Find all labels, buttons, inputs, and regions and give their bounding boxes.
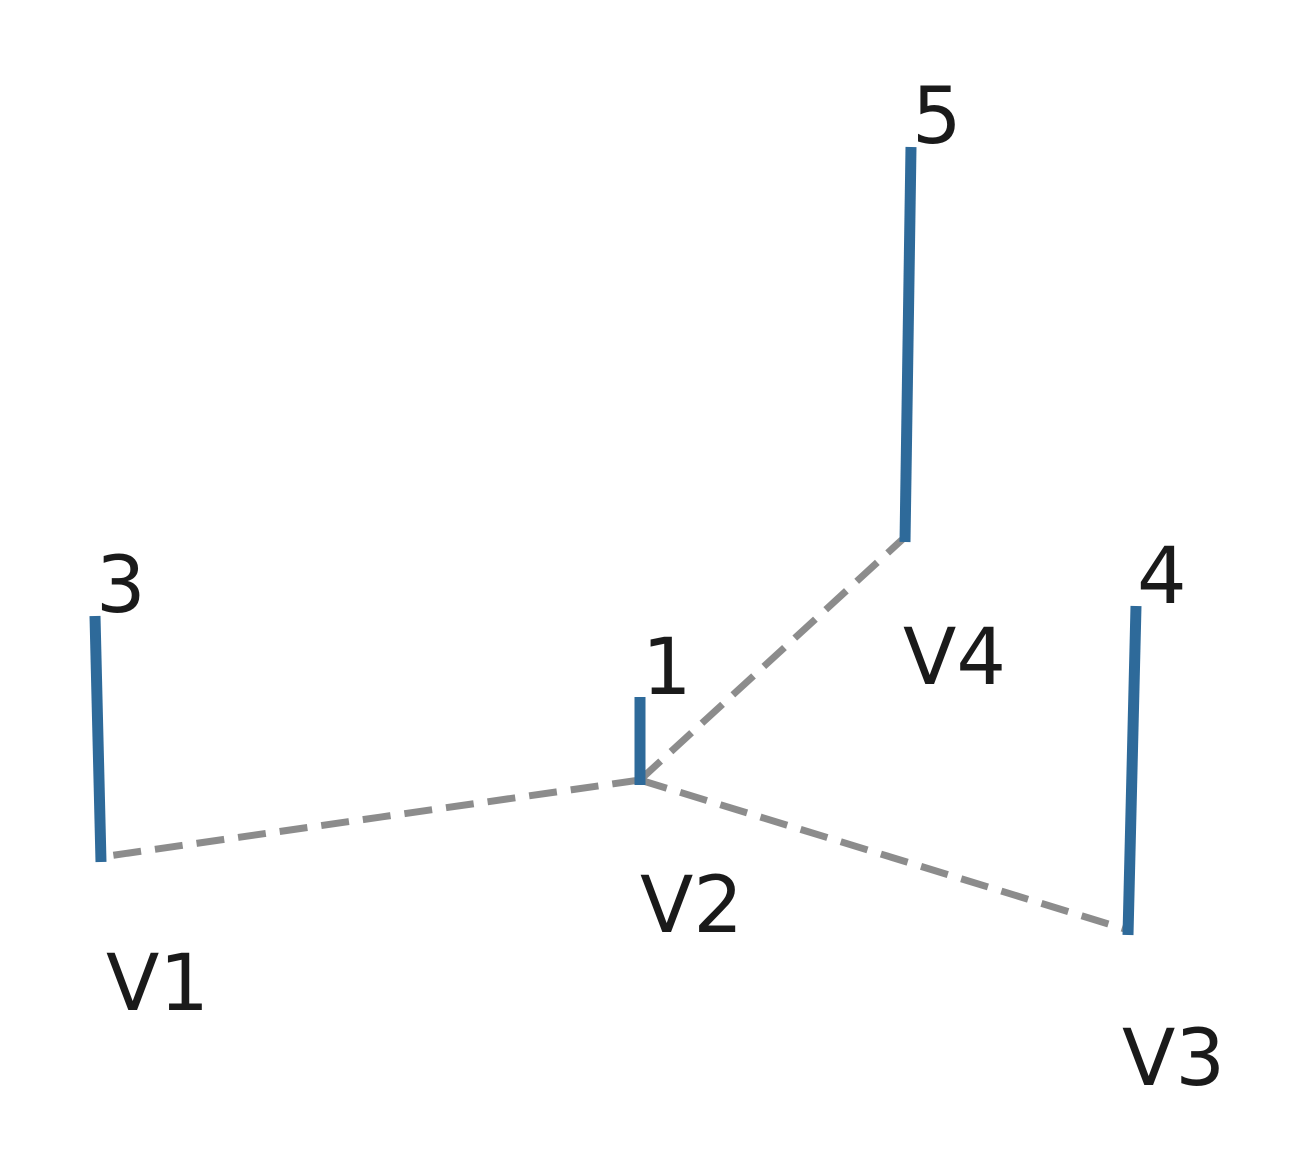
stem-v1 [89, 615, 107, 863]
value-labels: 3 1 4 5 [96, 72, 1187, 713]
node-label-v2: V2 [640, 861, 743, 951]
value-label-v4: 5 [912, 72, 962, 162]
value-label-v3: 4 [1137, 532, 1187, 622]
node-label-v1: V1 [106, 939, 209, 1029]
node-label-v4: V4 [903, 613, 1006, 703]
stems [89, 146, 1142, 936]
stem-v3 [1122, 605, 1142, 936]
value-label-v1: 3 [96, 541, 146, 631]
node-label-v3: V3 [1122, 1014, 1225, 1104]
node-labels: V1 V2 V3 V4 [106, 613, 1225, 1104]
edges [100, 534, 1130, 934]
edge-v2-v3 [638, 776, 1130, 934]
edge-v2-v1 [100, 776, 641, 861]
edge-v2-v4 [637, 534, 908, 783]
stem-v4 [899, 146, 917, 543]
value-label-v2: 1 [642, 623, 692, 713]
